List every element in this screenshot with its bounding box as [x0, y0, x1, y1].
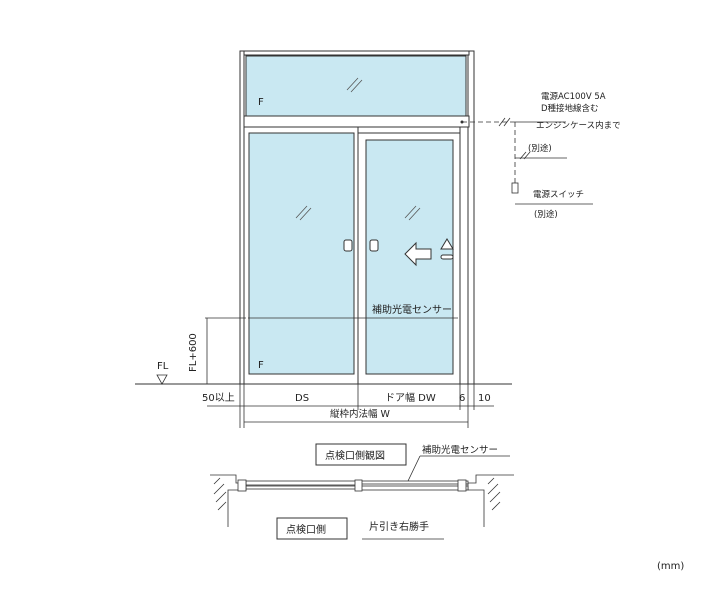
- inspection-view-box: [315, 443, 407, 466]
- aux-sensor-leader: [407, 455, 510, 482]
- fl-triangle-icon: [156, 374, 168, 385]
- dim-ds-label: DS: [295, 393, 309, 404]
- caution-sticker-icon: [440, 238, 454, 260]
- open-direction-arrow-icon: [404, 241, 432, 267]
- power-spec-line1: 電源AC100V 5A: [541, 92, 606, 102]
- fl-label: FL: [157, 361, 169, 372]
- unit-label: (mm): [657, 561, 684, 572]
- glass-reflection-marks: [295, 77, 421, 221]
- fixed-bottom-label: F: [258, 360, 264, 371]
- slide-type-label: 片引き右勝手: [369, 520, 429, 533]
- dim-10-label: 10: [478, 393, 491, 404]
- power-spec-line3: エンジンケース内まで: [536, 120, 621, 131]
- separate-note-1: (別途): [528, 143, 552, 154]
- sliding-door-glass: [365, 139, 454, 375]
- plan-door-track: [237, 479, 469, 492]
- separate-note-2: (別途): [534, 209, 558, 220]
- power-switch-label: 電源スイッチ: [533, 190, 584, 200]
- inspection-side-label: 点検口側: [286, 523, 326, 536]
- dim-dw-label: ドア幅 DW: [385, 391, 436, 404]
- fl-height-label: FL+600: [188, 333, 199, 372]
- aux-sensor-plan-label: 補助光電センサー: [422, 444, 498, 456]
- fixed-top-label: F: [258, 97, 264, 108]
- plan-wall-right: [467, 474, 514, 527]
- fl-height-dimension: [205, 317, 246, 384]
- dim-w-label: 縦枠内法幅 W: [330, 408, 391, 420]
- aux-sensor-label: 補助光電センサー: [372, 303, 452, 316]
- inspection-view-label: 点検口側観図: [325, 449, 385, 462]
- door-handles: [343, 239, 379, 252]
- power-spec-line2: D種接地線含む: [541, 103, 599, 114]
- inspection-side-box: [276, 517, 348, 540]
- fixed-panel-glass: [248, 132, 355, 375]
- bottom-dimensions: [207, 384, 494, 428]
- power-wiring: [462, 117, 593, 205]
- dim-50-label: 50以上: [202, 392, 235, 404]
- transom-bar: [243, 115, 470, 128]
- power-switch-icon: [511, 182, 519, 194]
- dim-6-label: 6: [459, 393, 465, 404]
